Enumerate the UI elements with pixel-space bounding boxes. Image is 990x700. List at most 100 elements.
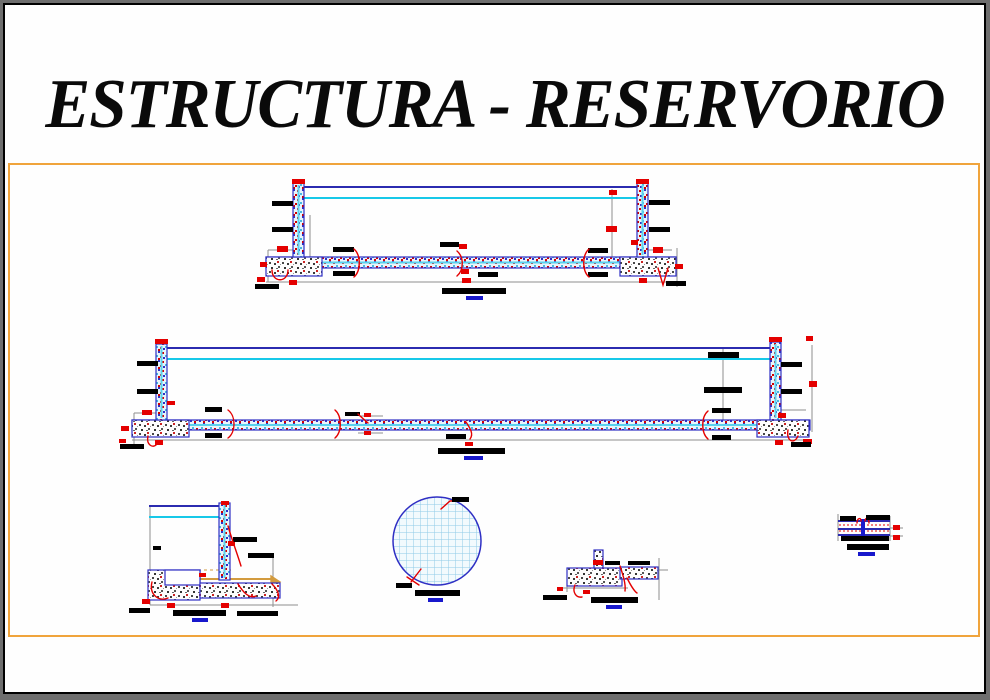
label-text-bar: [137, 361, 158, 366]
red-dim-text-mark: [119, 439, 126, 443]
red-dim-text-mark: [893, 535, 900, 540]
drawing-frame: [8, 163, 980, 637]
label-text-bar: [605, 561, 620, 565]
red-dim-text-mark: [167, 401, 175, 405]
red-dim-text-mark: [257, 277, 265, 282]
detail-title-bar: [591, 597, 638, 603]
leader-line: [406, 576, 420, 586]
rebar-red-curve: [357, 413, 369, 424]
detail-scale-underline: [192, 618, 208, 622]
rebar-red-curve: [334, 409, 341, 439]
slab-left: [566, 567, 623, 587]
rebar-red-curve: [237, 583, 257, 598]
label-text-bar: [543, 595, 567, 600]
label-text-bar: [446, 434, 466, 439]
red-dim-text-mark: [809, 381, 817, 387]
red-dim-text-mark: [121, 426, 129, 431]
label-text-bar: [396, 583, 412, 588]
detalle-junta-losa: [543, 549, 668, 609]
label-text-bar: [237, 611, 278, 616]
red-dim-text-mark: [461, 269, 469, 274]
detalle-esquina-muro: [129, 501, 298, 622]
rebar-red-curve: [227, 525, 242, 567]
label-text-bar: [588, 248, 608, 253]
red-dim-text-mark: [806, 336, 813, 341]
detalle-junta-dilatacion: [837, 514, 903, 556]
red-dim-text-mark: [639, 278, 647, 283]
red-dim-text-mark: [583, 590, 590, 594]
red-dim-text-mark: [778, 413, 786, 418]
label-text-bar: [248, 553, 274, 558]
left-footing: [131, 419, 190, 438]
detail-title-bar: [415, 590, 460, 596]
label-text-bar: [866, 515, 890, 520]
label-text-bar: [649, 227, 670, 232]
red-dim-text-mark: [142, 599, 150, 604]
rebar-red-curve: [786, 429, 799, 442]
label-text-bar: [137, 389, 158, 394]
label-text-bar: [781, 389, 802, 394]
red-dim-text-mark: [364, 431, 371, 435]
rebar-red-curve: [626, 577, 638, 594]
red-dim-text-mark: [221, 603, 229, 608]
rebar-red-curve: [619, 565, 626, 592]
label-text-bar: [272, 227, 293, 232]
label-text-bar: [333, 271, 355, 276]
left-footing: [265, 256, 323, 277]
right-footing: [619, 256, 677, 277]
label-text-bar: [588, 272, 608, 277]
red-dim-text-mark: [609, 190, 617, 195]
page-title: ESTRUCTURA - RESERVORIO: [45, 66, 945, 143]
planta-circular-malla: [392, 496, 482, 602]
label-text-bar: [272, 201, 293, 206]
rebar-red-curve: [227, 409, 235, 439]
red-dim-text-mark: [893, 525, 900, 530]
red-dim-text-mark: [769, 337, 782, 342]
rebar-red-curve: [271, 583, 280, 602]
label-text-bar: [129, 608, 150, 613]
red-dim-text-mark: [155, 440, 163, 445]
slab-right: [619, 566, 659, 580]
label-text-bar: [712, 435, 731, 440]
red-dim-text-mark: [142, 410, 152, 415]
red-dim-text-mark: [277, 246, 288, 252]
label-text-bar: [840, 516, 856, 521]
label-text-bar: [841, 536, 889, 541]
red-dim-text-mark: [557, 587, 563, 591]
label-text-bar: [666, 281, 686, 286]
label-text-bar: [649, 200, 670, 205]
rebar-red-curve: [657, 267, 669, 288]
rebar-red-curve: [271, 269, 289, 281]
detail-title-bar: [173, 610, 226, 616]
joint-waterstop: [861, 519, 865, 537]
slab-segment: [199, 582, 281, 599]
red-dim-text-mark: [199, 573, 206, 577]
detail-title-bar: [442, 288, 506, 294]
label-text-bar: [205, 407, 222, 412]
label-text-bar: [791, 442, 811, 447]
label-text-bar: [781, 362, 802, 367]
red-dim-text-mark: [593, 560, 603, 565]
label-text-bar: [704, 387, 742, 393]
label-text-bar: [628, 561, 650, 565]
label-text-bar: [233, 537, 257, 542]
detail-scale-underline: [466, 296, 483, 300]
red-dim-text-mark: [775, 440, 783, 445]
label-text-bar: [712, 408, 731, 413]
wall-stub: [593, 549, 604, 569]
rebar-red-curve: [353, 248, 360, 278]
rebar-red-curve: [702, 410, 709, 440]
red-dim-text-mark: [155, 339, 168, 344]
rebar-red-curve: [150, 581, 169, 600]
red-dim-text-mark: [228, 541, 235, 546]
label-text-bar: [708, 352, 739, 358]
red-dim-text-mark: [675, 264, 683, 269]
detail-scale-underline: [858, 552, 875, 556]
red-dim-text-mark: [462, 278, 471, 283]
red-dim-text-mark: [292, 179, 305, 184]
red-dim-text-mark: [167, 603, 175, 608]
label-text-bar: [205, 433, 222, 438]
leader-line: [410, 568, 422, 583]
rebar-red-curve: [465, 421, 473, 440]
